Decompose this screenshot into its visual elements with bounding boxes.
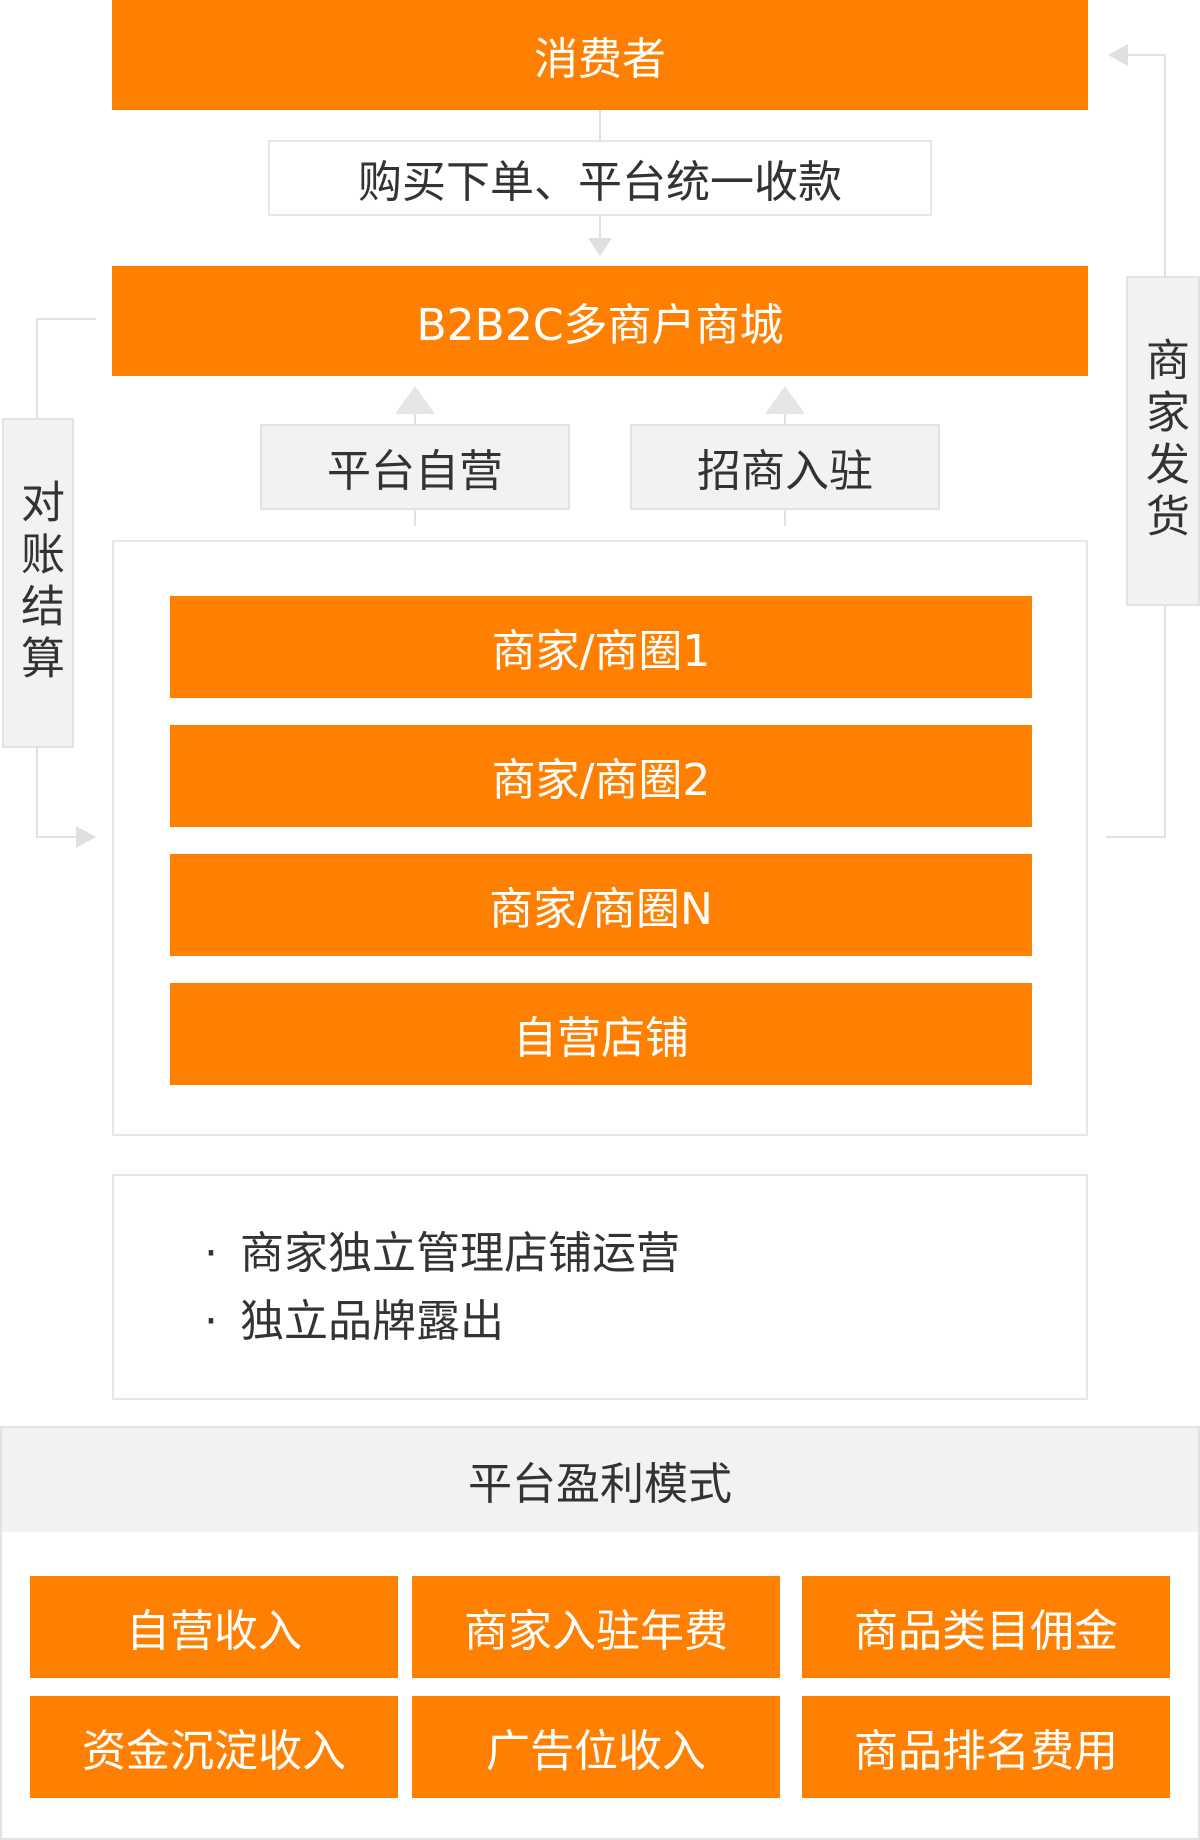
note-text: 商家独立管理店铺运营 [240, 1228, 680, 1279]
shipping-arrow-icon [1108, 44, 1128, 66]
up-arrow-icon [765, 386, 805, 414]
down-arrow-icon [588, 238, 612, 256]
profit-item: 资金沉淀收入 [30, 1696, 398, 1798]
note-item: · 商家独立管理店铺运营 [198, 1220, 680, 1288]
profit-item: 商品类目佣金 [802, 1576, 1170, 1678]
merchant-item-2: 商家/商圈2 [170, 725, 1032, 827]
bullet-icon: · [204, 1228, 218, 1279]
up-arrow-icon [395, 386, 435, 414]
merchant-item-n: 商家/商圈N [170, 854, 1032, 956]
profit-item: 自营收入 [30, 1576, 398, 1678]
consumer-box: 消费者 [112, 0, 1088, 110]
settlement-arrow-icon [76, 826, 96, 848]
note-item: · 独立品牌露出 [198, 1288, 680, 1356]
self-store-item: 自营店铺 [170, 983, 1032, 1085]
profit-item: 商家入驻年费 [412, 1576, 780, 1678]
notes-box: · 商家独立管理店铺运营 · 独立品牌露出 [112, 1174, 1088, 1400]
mall-box: B2B2C多商户商城 [112, 266, 1088, 376]
note-text: 独立品牌露出 [240, 1296, 504, 1347]
bullet-icon: · [204, 1296, 218, 1347]
settlement-label: 对账结算 [2, 418, 74, 748]
profit-item: 广告位收入 [412, 1696, 780, 1798]
channel-self-operated: 平台自营 [260, 424, 570, 510]
channel-merchant-entry: 招商入驻 [630, 424, 940, 510]
merchant-item-1: 商家/商圈1 [170, 596, 1032, 698]
purchase-box: 购买下单、平台统一收款 [268, 140, 932, 216]
profit-item: 商品排名费用 [802, 1696, 1170, 1798]
profit-title: 平台盈利模式 [2, 1428, 1198, 1532]
shipping-label: 商家发货 [1126, 276, 1200, 606]
